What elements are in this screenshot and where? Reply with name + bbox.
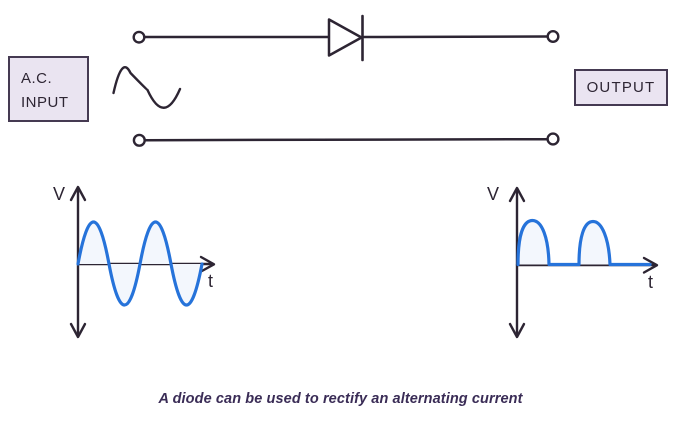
- diode-icon: [327, 18, 363, 57]
- right-graph-t-axis-arrow: [642, 256, 659, 274]
- left-graph-v-axis-arrow-down: [69, 322, 87, 339]
- terminal-icon-top-right: [546, 30, 560, 44]
- ac-source-icon: [112, 66, 182, 109]
- terminal-icon-bottom-right: [546, 132, 560, 146]
- left-graph-t-axis-arrow: [199, 255, 216, 273]
- right-graph-t-label: t: [648, 272, 654, 292]
- terminal-icon-bottom-left: [132, 133, 146, 147]
- right-graph-v-label: V: [487, 184, 500, 204]
- left-graph-t-label: t: [208, 271, 214, 291]
- input-sine-waveform: [76, 220, 204, 307]
- ac-input-label-line2: INPUT: [21, 94, 69, 111]
- right-graph-v-axis-arrow-up: [508, 186, 526, 203]
- terminal-icon-top-left: [132, 30, 146, 44]
- left-graph-v-axis-arrow-up: [69, 185, 87, 202]
- right-graph-v-axis-arrow-down: [508, 322, 526, 339]
- rectified-output-waveform: [516, 218, 652, 267]
- ac-input-label-line1: A.C.: [21, 70, 53, 87]
- ac-input-box: A.C. INPUT: [8, 56, 89, 122]
- left-graph-v-label: V: [53, 184, 66, 204]
- output-box: OUTPUT: [574, 69, 668, 106]
- output-label: OUTPUT: [586, 79, 656, 96]
- wire-top-right: [362, 35, 549, 39]
- diagram-caption: A diode can be used to rectify an altern…: [158, 391, 523, 407]
- wire-bottom: [144, 137, 549, 142]
